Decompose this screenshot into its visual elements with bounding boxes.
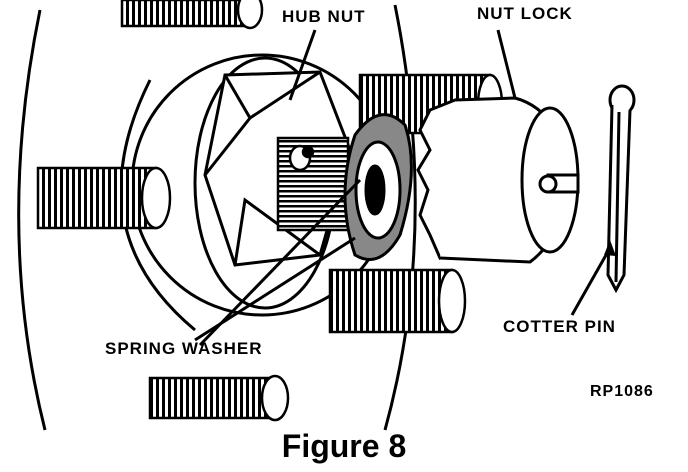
leader-arrowhead <box>604 240 616 256</box>
reference-code: RP1086 <box>590 383 654 400</box>
wheel-stud-bottom <box>148 374 290 422</box>
label-cotter-pin: COTTER PIN <box>503 317 616 336</box>
wheel-stud-top <box>120 0 264 30</box>
leader-lines <box>194 29 612 347</box>
figure-caption: Figure 8 <box>281 428 407 464</box>
cotter-pin <box>606 84 636 294</box>
label-hub-nut: HUB NUT <box>282 7 366 26</box>
spindle <box>276 136 350 232</box>
nut-lock <box>416 96 580 264</box>
label-spring-washer: SPRING WASHER <box>105 339 263 358</box>
label-nut-lock: NUT LOCK <box>477 4 573 23</box>
wheel-stud-left <box>36 166 172 230</box>
spring-washer <box>343 113 413 261</box>
wheel-stud-lower-right <box>328 268 467 334</box>
